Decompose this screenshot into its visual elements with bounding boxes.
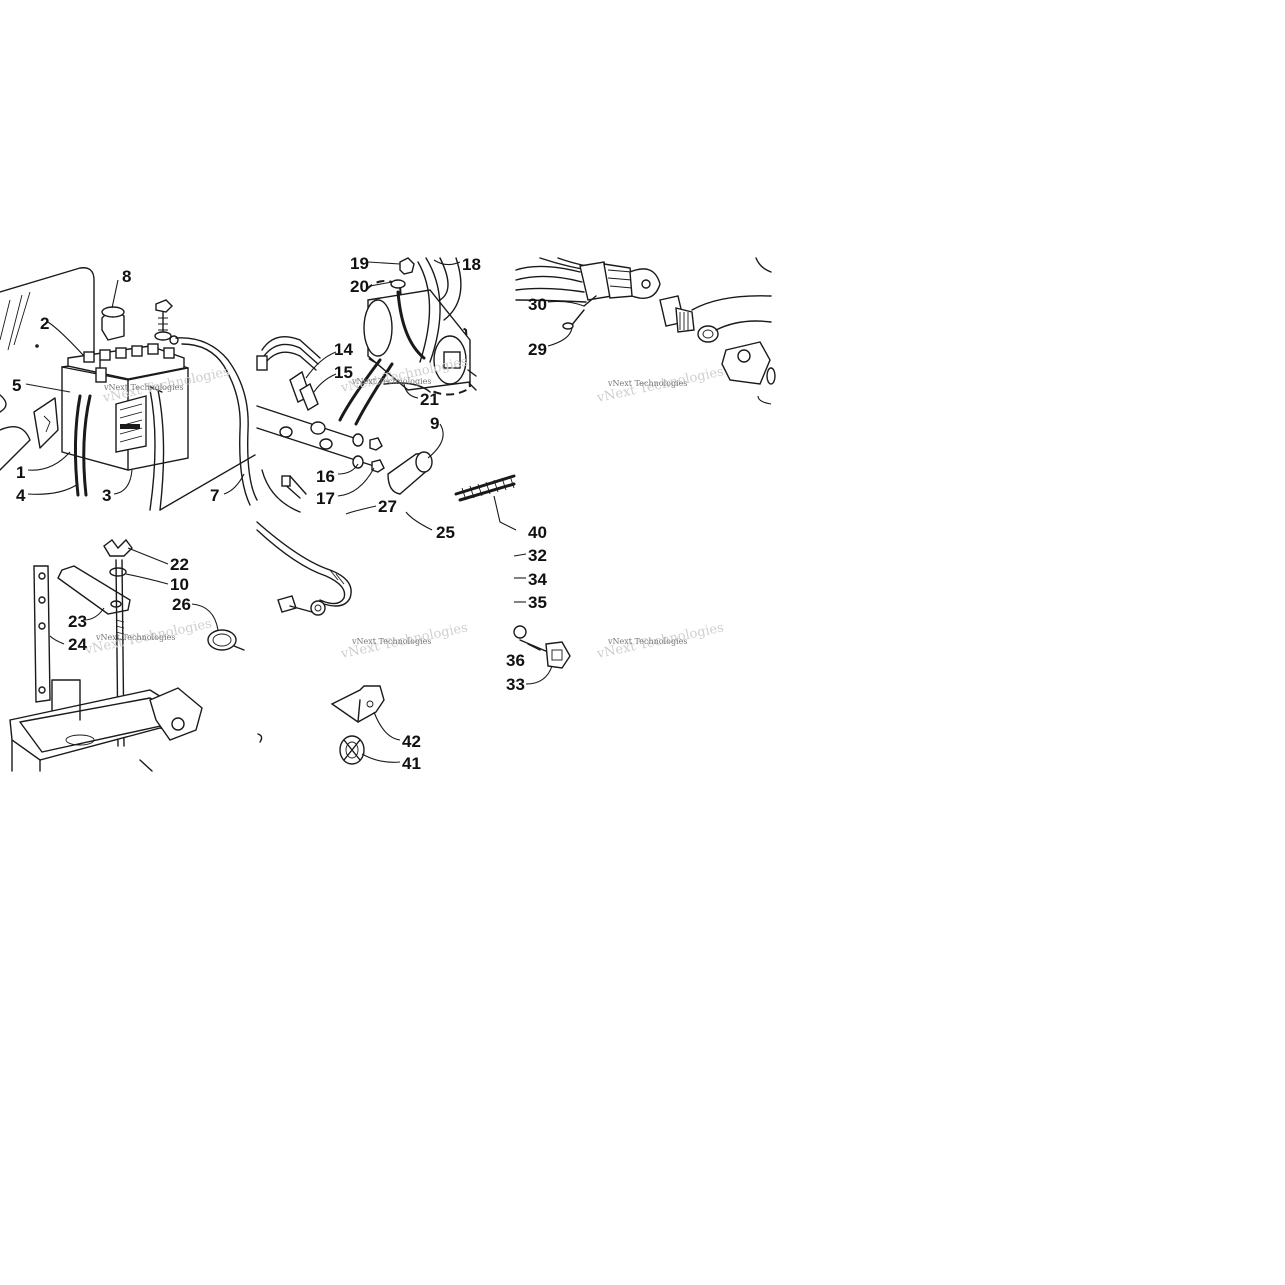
callout-17: 17 (316, 489, 335, 508)
terminal-cap (101, 306, 125, 341)
callout-42: 42 (402, 732, 421, 751)
watermark-text: vNext Technologies (95, 633, 175, 642)
callout-19: 19 (350, 254, 369, 273)
battery-tray (9, 679, 203, 772)
callout-36: 36 (506, 651, 525, 670)
callouts: 2 8 5 1 4 3 7 19 20 18 14 15 21 9 16 17 … (12, 254, 547, 773)
callout-18: 18 (462, 255, 481, 274)
starter-solenoid (338, 257, 477, 426)
watermark-text: vNext Technologies (607, 637, 687, 646)
callout-34: 34 (528, 570, 547, 589)
wire-bundle (256, 336, 321, 412)
cable-clamp (339, 735, 365, 765)
hose-clamp (207, 629, 245, 651)
callout-15: 15 (334, 363, 353, 382)
callout-5: 5 (12, 376, 21, 395)
callout-20: 20 (350, 277, 369, 296)
ground-cable (256, 521, 352, 616)
ignition-harness (515, 257, 776, 385)
watermark-text: vNext Technologies (103, 383, 183, 392)
callout-35: 35 (528, 593, 547, 612)
callout-7: 7 (210, 486, 219, 505)
battery-cable (154, 299, 258, 506)
mounting-bracket (330, 685, 385, 723)
callout-16: 16 (316, 467, 335, 486)
callout-41: 41 (402, 754, 421, 773)
callout-4: 4 (16, 486, 26, 505)
callout-1: 1 (16, 463, 25, 482)
callout-40: 40 (528, 523, 547, 542)
terminal-bolt (95, 359, 107, 383)
callout-8: 8 (122, 267, 131, 286)
callout-27: 27 (378, 497, 397, 516)
battery (61, 343, 189, 511)
leader-lines (25, 259, 772, 763)
callout-14: 14 (334, 340, 353, 359)
callout-23: 23 (68, 612, 87, 631)
watermark-text: vNext Technologies (351, 377, 431, 386)
washers (256, 405, 385, 473)
callout-3: 3 (102, 486, 111, 505)
connector (261, 469, 307, 513)
hold-down-strap (33, 565, 51, 703)
solenoid-nut (390, 257, 415, 289)
callout-25: 25 (436, 523, 455, 542)
callout-30: 30 (528, 295, 547, 314)
callout-24: 24 (68, 635, 87, 654)
callout-26: 26 (172, 595, 191, 614)
callout-9: 9 (430, 414, 439, 433)
battery-panel (0, 267, 256, 511)
conduit (454, 474, 516, 502)
part-edge (257, 733, 263, 743)
callout-2: 2 (40, 314, 49, 333)
callout-33: 33 (506, 675, 525, 694)
callout-22: 22 (170, 555, 189, 574)
ignition-key (513, 625, 571, 669)
callout-21: 21 (420, 390, 439, 409)
callout-29: 29 (528, 340, 547, 359)
callout-10: 10 (170, 575, 189, 594)
terminal-boot (387, 451, 433, 495)
watermark-text: vNext Technologies (351, 637, 431, 646)
watermark-text: vNext Technologies (607, 379, 687, 388)
callout-32: 32 (528, 546, 547, 565)
